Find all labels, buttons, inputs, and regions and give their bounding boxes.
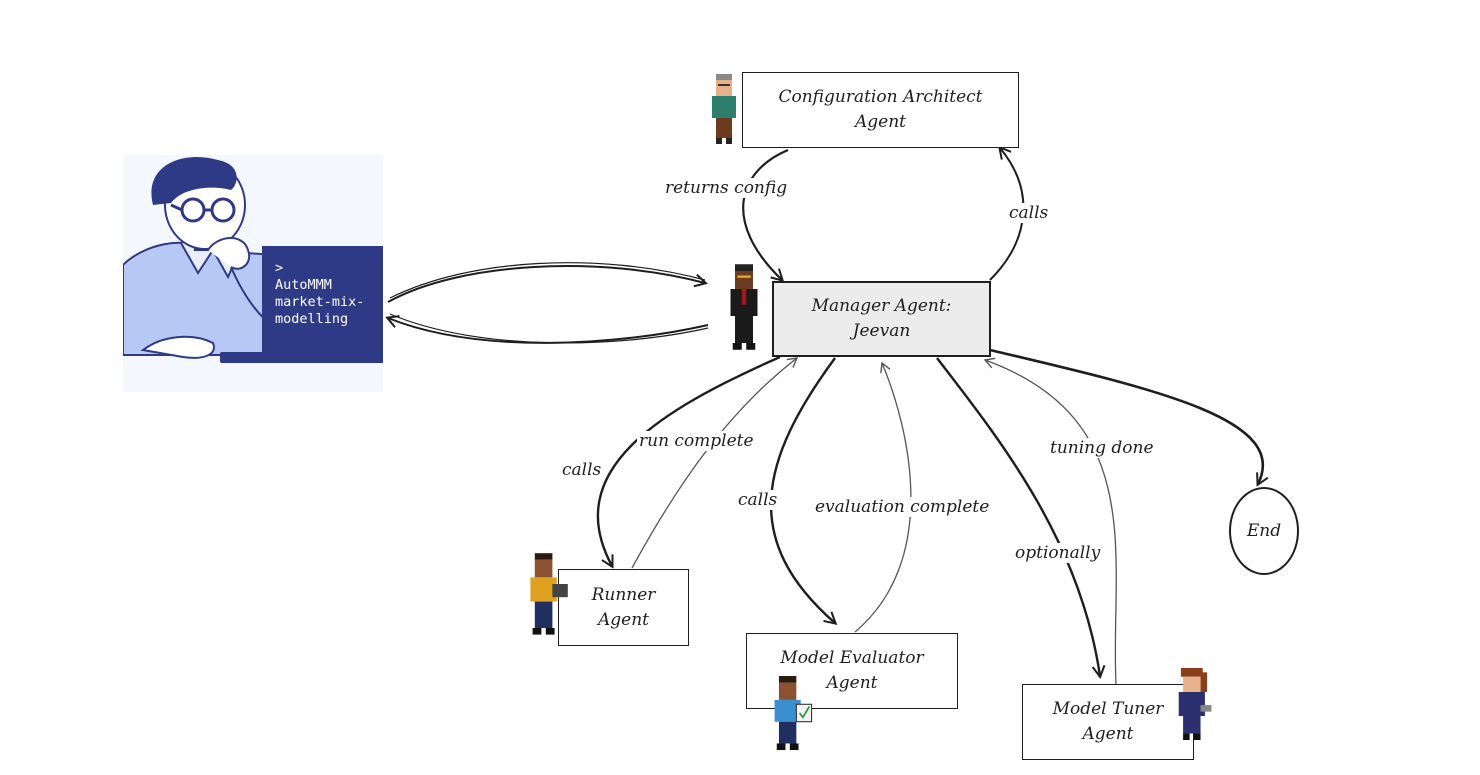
label-calls-evaluator: calls: [736, 490, 780, 510]
label-calls-architect: calls: [1007, 203, 1051, 223]
edge-user-to-manager: [387, 265, 705, 303]
node-label-runner: Runner Agent: [591, 584, 656, 630]
node-manager-agent[interactable]: Manager Agent: Jeevan: [772, 281, 991, 357]
runner-agent-icon: [530, 553, 568, 635]
tuner-agent-icon: [1178, 668, 1212, 740]
manager-agent-icon: [730, 264, 758, 350]
node-label-tuner: Model Tuner Agent: [1052, 699, 1164, 744]
edge-manager-to-user: [388, 318, 709, 344]
architect-agent-icon: [712, 74, 736, 144]
label-calls-runner: calls: [560, 460, 604, 480]
edge-to-end: [989, 348, 1263, 484]
node-runner-agent[interactable]: Runner Agent: [558, 569, 689, 646]
node-configuration-architect[interactable]: Configuration Architect Agent: [742, 72, 1019, 148]
terminal-line-1: AutoMMM: [275, 277, 332, 293]
label-run-complete: run complete: [637, 431, 756, 451]
evaluator-agent-icon: [774, 676, 813, 750]
edge-tuning-done: [983, 357, 1117, 685]
laptop-base: [220, 352, 265, 363]
edge-calls-runner: [596, 355, 781, 566]
terminal-line-3: modelling: [275, 311, 349, 327]
thinking-person-icon: [122, 157, 303, 359]
label-tuning-done: tuning done: [1048, 438, 1156, 458]
node-label-architect: Configuration Architect Agent: [778, 87, 983, 132]
edge-evaluation-complete: [854, 361, 912, 633]
node-label-end: End: [1246, 521, 1282, 541]
node-label-manager: Manager Agent: Jeevan: [811, 296, 952, 341]
terminal-prompt: >: [275, 260, 284, 276]
label-optionally: optionally: [1013, 543, 1103, 563]
node-label-evaluator: Model Evaluator Agent: [780, 648, 924, 693]
node-end[interactable]: End: [1229, 487, 1299, 575]
edge-optionally: [936, 357, 1100, 676]
terminal-line-2: market-mix-: [275, 294, 365, 310]
label-returns-config: returns config: [663, 178, 790, 198]
edge-returns-config: [742, 148, 789, 280]
terminal-window: > AutoMMM market-mix- modelling: [262, 246, 383, 363]
node-model-tuner[interactable]: Model Tuner Agent: [1022, 684, 1194, 760]
edge-calls-evaluator: [769, 357, 835, 623]
label-evaluation-complete: evaluation complete: [813, 497, 992, 517]
